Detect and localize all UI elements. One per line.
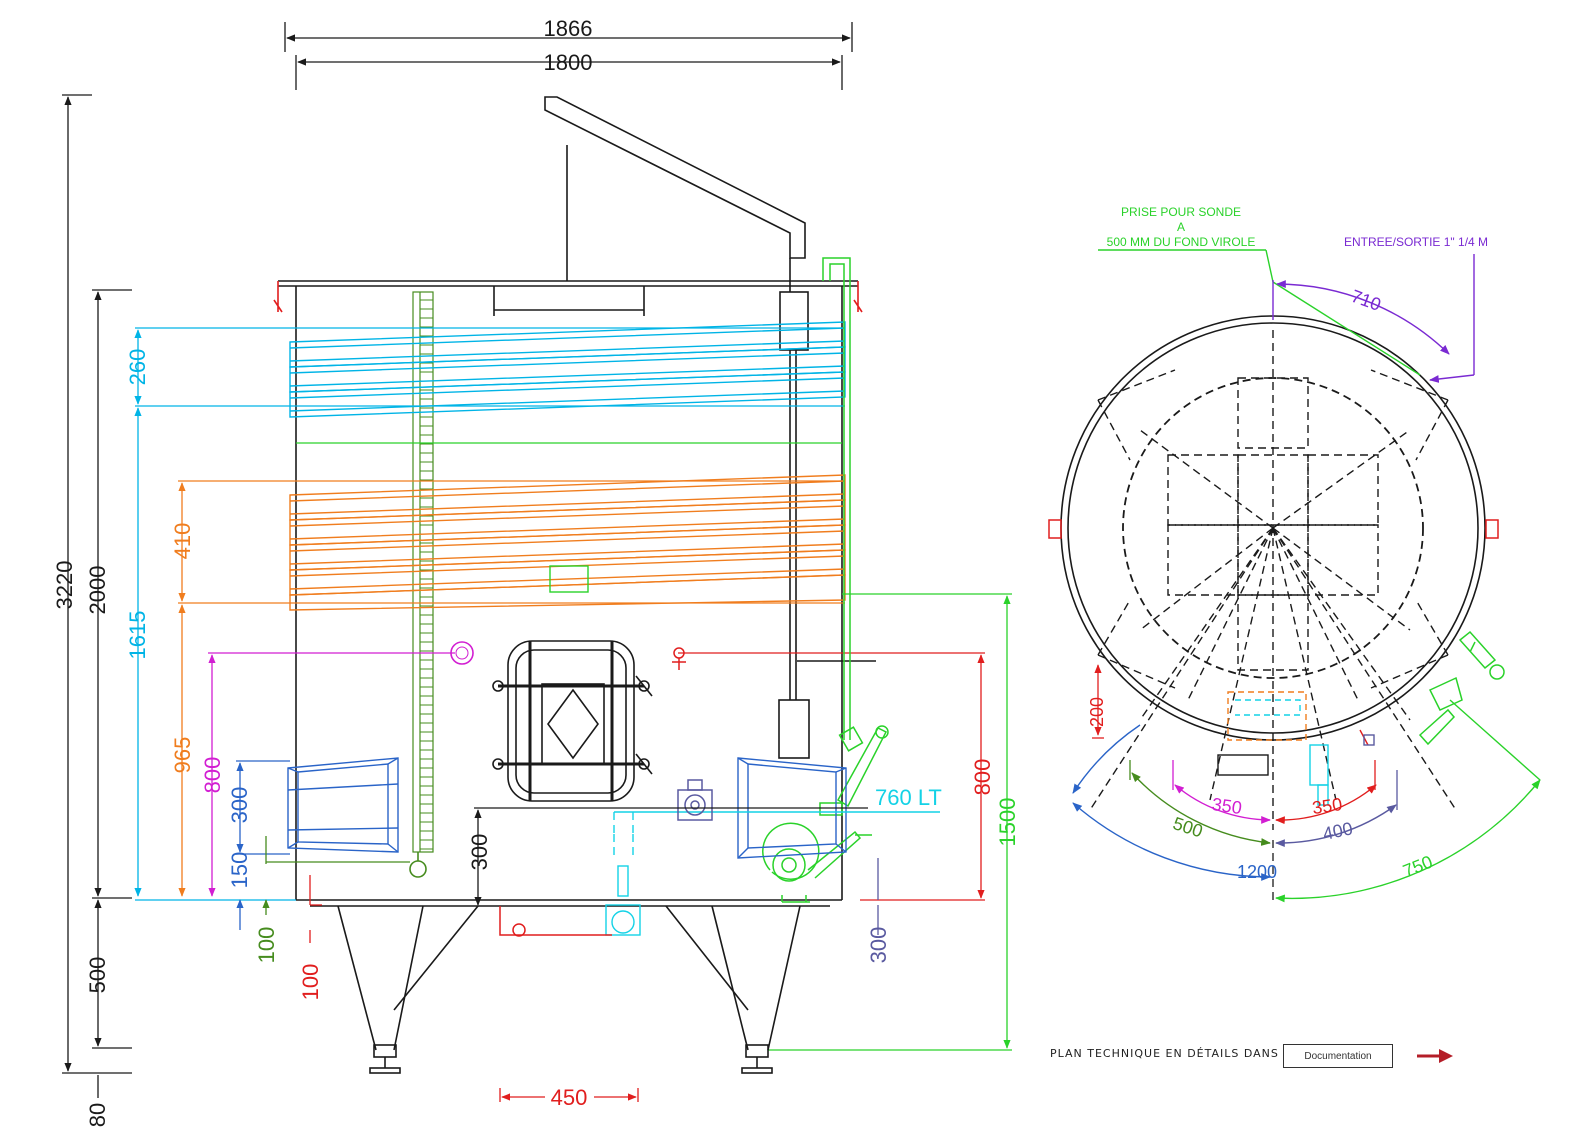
gauge-valve bbox=[409, 860, 427, 878]
dim-100-green bbox=[262, 836, 410, 915]
dim-300-blue-label: 300 bbox=[227, 787, 252, 824]
dim-1800 bbox=[295, 55, 843, 90]
jacket-bottom bbox=[289, 474, 846, 611]
dim-3220 bbox=[62, 94, 92, 1074]
top-dim-750-label: 750 bbox=[1400, 852, 1435, 882]
documentation-button[interactable]: Documentation bbox=[1283, 1044, 1393, 1068]
dim-800-red-label: 800 bbox=[970, 759, 995, 796]
dim-500 bbox=[92, 899, 132, 1049]
dim-800-red bbox=[678, 652, 985, 901]
dim-300-slate-label: 300 bbox=[866, 927, 891, 964]
dim-80 bbox=[92, 1072, 132, 1098]
top-view: PRISE POUR SONDE A 500 MM DU FOND VIROLE… bbox=[1048, 205, 1541, 905]
dim-300-black-label: 300 bbox=[467, 834, 492, 871]
jacket-top bbox=[289, 321, 846, 418]
side-view: 1866 1800 3220 2000 500 80 bbox=[52, 16, 1020, 1127]
bottom-drain bbox=[499, 906, 612, 937]
inlet-label: ENTREE/SORTIE 1" 1/4 M bbox=[1344, 235, 1488, 249]
dim-450 bbox=[499, 1088, 639, 1102]
tank-shell bbox=[278, 280, 858, 907]
dim-410-label: 410 bbox=[170, 523, 195, 560]
probe-pipe bbox=[762, 257, 889, 903]
top-view-probe-fitting bbox=[1418, 630, 1505, 746]
volume-line bbox=[605, 811, 940, 936]
dim-1866 bbox=[284, 22, 853, 52]
lid-arm bbox=[544, 96, 876, 759]
dim-100-red-label: 100 bbox=[298, 964, 323, 1001]
dim-800-magenta bbox=[208, 652, 455, 897]
sample-valve-icon bbox=[672, 647, 686, 670]
footer-text: PLAN TECHNIQUE EN DÉTAILS DANS bbox=[1050, 1047, 1279, 1060]
top-dim-arcs bbox=[1072, 699, 1541, 903]
probe-label-line3: 500 MM DU FOND VIROLE bbox=[1107, 235, 1256, 249]
probe-box bbox=[549, 565, 589, 593]
dim-410 bbox=[178, 480, 845, 897]
level-gauge-ticks bbox=[420, 299, 433, 850]
outlet-box-right bbox=[737, 757, 847, 859]
dim-450-label: 450 bbox=[551, 1085, 588, 1110]
arc-710-label: 710 bbox=[1349, 286, 1384, 315]
dim-500-label: 500 bbox=[85, 957, 110, 994]
dim-800-magenta-label: 800 bbox=[200, 757, 225, 794]
tank-flanges bbox=[273, 281, 863, 313]
dim-100-green-label: 100 bbox=[254, 927, 279, 964]
dim-965-label: 965 bbox=[170, 737, 195, 774]
dim-1866-label: 1866 bbox=[544, 16, 593, 41]
probe-label-line1: PRISE POUR SONDE bbox=[1121, 205, 1241, 219]
arrow-right-icon[interactable] bbox=[1415, 1047, 1455, 1065]
dim-1500-label: 1500 bbox=[995, 798, 1020, 847]
top-dim-200-label: 200 bbox=[1087, 697, 1107, 727]
top-dim-ticks bbox=[1129, 760, 1398, 905]
top-dim-400-label: 400 bbox=[1321, 818, 1355, 844]
dim-100-red bbox=[309, 875, 322, 943]
dim-300-blue bbox=[236, 760, 290, 930]
dim-1800-label: 1800 bbox=[544, 50, 593, 75]
dim-1615-label: 1615 bbox=[125, 611, 150, 660]
inlet-leader bbox=[1272, 254, 1475, 383]
volume-label: 760 LT bbox=[875, 785, 942, 810]
top-view-internals bbox=[1089, 330, 1457, 830]
top-dim-350-right-label: 350 bbox=[1311, 794, 1344, 818]
dim-80-label: 80 bbox=[85, 1103, 110, 1127]
tank-legs bbox=[337, 905, 801, 1074]
thermometer-icon bbox=[450, 641, 474, 665]
top-dim-350-left-label: 350 bbox=[1211, 794, 1244, 818]
dim-260-label: 260 bbox=[125, 349, 150, 386]
manhole-door bbox=[492, 640, 653, 802]
top-dim-200 bbox=[1092, 664, 1104, 739]
probe-label-line2: A bbox=[1177, 220, 1185, 234]
dim-150-label: 150 bbox=[227, 852, 252, 889]
dim-300-black bbox=[474, 807, 868, 906]
probe-label-group: PRISE POUR SONDE A 500 MM DU FOND VIROLE bbox=[1107, 205, 1256, 249]
outlet-box-left bbox=[287, 757, 399, 853]
drain-valve-icon bbox=[677, 779, 713, 821]
dim-1500 bbox=[768, 593, 1012, 1051]
top-dim-1200-label: 1200 bbox=[1237, 862, 1277, 882]
top-dim-500-label: 500 bbox=[1170, 813, 1205, 841]
dim-2000 bbox=[92, 289, 132, 899]
top-view-inner-circle bbox=[1122, 377, 1424, 679]
dim-2000-label: 2000 bbox=[85, 566, 110, 615]
dim-3220-label: 3220 bbox=[52, 561, 77, 610]
top-view-outlet bbox=[1217, 691, 1375, 806]
top-view-lugs bbox=[1048, 519, 1499, 539]
